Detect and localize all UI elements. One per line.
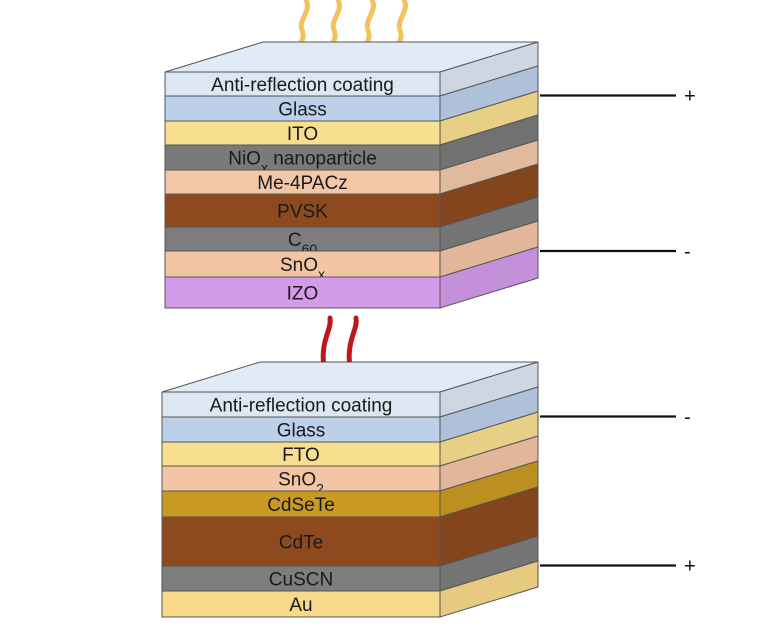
top-layer-snox-label: SnOx [280,255,325,282]
bottom-layer-anti-reflection-coating-label: Anti-reflection coating [210,396,393,417]
top-layer-me-4pacz-front [164,169,441,195]
bottom-layer-cdte: CdTe [161,486,539,567]
top-layer-pvsk-label: PVSK [277,202,328,223]
sunlight-arrow-3-shaft [363,0,376,51]
bottom-layer-au-front [161,590,441,618]
bottom-layer-glass-label: Glass [277,421,326,442]
bottom-layer-cdsete-front [161,490,441,518]
top-terminal-positive: + [540,86,696,108]
bottom-layer-au-label: Au [289,595,312,616]
bottom-terminal-sign: + [684,556,696,578]
top-layer-pvsk: PVSK [164,163,539,228]
bottom-layer-cdsete: CdSeTe [161,460,539,518]
top-layer-me-4pacz: Me-4PACz [164,139,539,195]
bottom-layer-sno2-label: SnO2 [278,470,324,497]
top-layer-izo-label: IZO [287,284,319,305]
sunlight-arrow-4-shaft [395,0,408,51]
top-layer-ito-label: ITO [287,124,318,145]
bottom-layer-fto: FTO [161,411,539,467]
sunlight-arrow-1-shaft [297,0,310,51]
top-layer-niox-nanoparticle-label: NiOx nanoparticle [228,149,377,176]
bottom-layer-fto-front [161,441,441,467]
top-terminal-negative: - [540,241,691,263]
bottom-layer-cdte-front [161,516,441,567]
transmitted-arrow-1-shaft [320,315,333,371]
bottom-layer-cdsete-label: CdSeTe [267,495,335,516]
top-layer-me-4pacz-label: Me-4PACz [257,173,347,194]
top-layer-glass-label: Glass [278,100,327,121]
top-layer-anti-reflection-coating-label: Anti-reflection coating [211,75,394,96]
bottom-layer-anti-reflection-coating: Anti-reflection coating [161,361,539,418]
sunlight-arrow-2-shaft [329,0,342,51]
bottom-layer-au: Au [161,560,539,618]
bottom-terminal-negative: - [540,407,691,429]
bottom-layer-cdte-label: CdTe [279,533,323,554]
bottom-terminal-sign: - [684,407,691,429]
top-terminal-sign: - [684,241,691,263]
bottom-terminal-positive: + [540,556,696,578]
bottom-layer-au-side [439,560,539,618]
bottom-layer-glass-front [161,416,441,443]
bottom-layer-fto-label: FTO [282,445,320,466]
top-layer-izo-front [164,276,441,309]
transmitted-arrow-2-shaft [346,315,359,371]
top-layer-anti-reflection-coating: Anti-reflection coating [164,41,539,97]
top-layer-izo-side [439,246,539,309]
bottom-layer-glass: Glass [161,386,539,443]
top-layer-ito: ITO [164,90,539,146]
bottom-layer-anti-reflection-coating-front [161,391,441,418]
bottom-layer-cuscn-label: CuSCN [269,570,333,591]
top-layer-izo: IZO [164,246,539,309]
top-terminal-sign: + [684,86,696,108]
top-layer-anti-reflection-coating-front [164,71,441,97]
